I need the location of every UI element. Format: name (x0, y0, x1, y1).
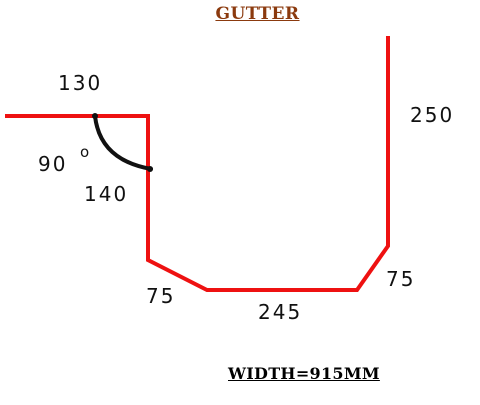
dim-angle: 90 (38, 152, 68, 176)
degree-symbol: o (80, 143, 90, 161)
dim-top-flange: 130 (58, 71, 103, 95)
dim-lower-slope: 75 (146, 284, 176, 308)
gutter-profile-line (5, 36, 390, 292)
dim-inner-wall: 140 (84, 182, 129, 206)
total-width-label: WIDTH=915MM (228, 364, 380, 383)
arc-end-dot-bottom (147, 166, 153, 172)
angle-arc (93, 114, 153, 171)
dim-base: 245 (258, 300, 303, 324)
dim-right-slope: 75 (386, 267, 416, 291)
dim-outer-wall: 250 (410, 103, 455, 127)
diagram-title: GUTTER (215, 4, 300, 24)
arc-end-dot-top (92, 113, 98, 119)
